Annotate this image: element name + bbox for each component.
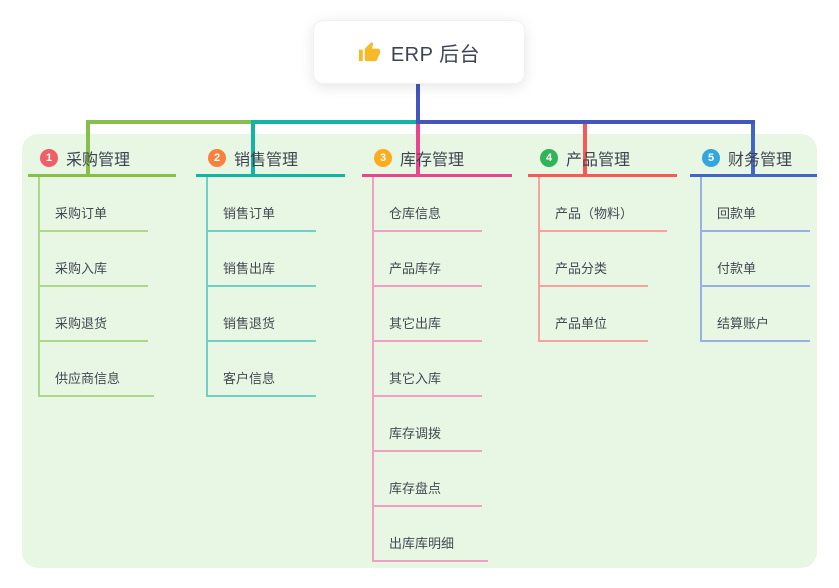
branch-spine-line xyxy=(206,177,208,397)
branch-drop-line xyxy=(583,124,587,174)
root-connector-line xyxy=(416,82,420,120)
sub-node[interactable]: 产品分类 xyxy=(538,253,648,287)
branch-number-badge: 1 xyxy=(40,149,58,167)
sub-node[interactable]: 出库库明细 xyxy=(372,528,489,562)
sub-node[interactable]: 付款单 xyxy=(700,253,810,287)
branch-drop-line xyxy=(251,124,255,174)
branch-label: 采购管理 xyxy=(66,152,131,169)
branch-spine-line xyxy=(38,177,40,397)
sub-node[interactable]: 采购退货 xyxy=(38,308,148,342)
branch-node[interactable]: 2 销售管理 xyxy=(196,142,345,174)
mindmap-panel xyxy=(22,134,817,568)
branch-spine-line xyxy=(538,177,540,342)
branch-label: 销售管理 xyxy=(234,152,299,169)
rail-segment-3 xyxy=(416,120,755,124)
sub-node[interactable]: 销售出库 xyxy=(206,253,316,287)
sub-node[interactable]: 库存调拨 xyxy=(372,418,482,452)
branch-spine-line xyxy=(700,177,702,342)
sub-node[interactable]: 库存盘点 xyxy=(372,473,482,507)
sub-node[interactable]: 供应商信息 xyxy=(38,363,155,397)
branch-underline xyxy=(528,174,677,177)
root-title: ERP 后台 xyxy=(390,43,481,66)
sub-node[interactable]: 其它出库 xyxy=(372,308,482,342)
branch-underline xyxy=(196,174,345,177)
sub-node[interactable]: 销售订单 xyxy=(206,198,316,232)
branch-number-badge: 3 xyxy=(374,149,392,167)
sub-node[interactable]: 产品库存 xyxy=(372,253,482,287)
branch-spine-line xyxy=(372,177,374,562)
branch-node[interactable]: 1 采购管理 xyxy=(28,142,176,174)
sub-node[interactable]: 销售退货 xyxy=(206,308,316,342)
sub-node[interactable]: 产品（物料） xyxy=(538,198,668,232)
sub-node[interactable]: 客户信息 xyxy=(206,363,316,397)
sub-node[interactable]: 采购订单 xyxy=(38,198,148,232)
rail-segment-1 xyxy=(86,120,255,124)
sub-node[interactable]: 采购入库 xyxy=(38,253,148,287)
branch-node[interactable]: 5 财务管理 xyxy=(690,142,817,174)
branch-label: 库存管理 xyxy=(400,152,465,169)
branch-number-badge: 5 xyxy=(702,149,720,167)
sub-node[interactable]: 产品单位 xyxy=(538,308,648,342)
branch-label: 财务管理 xyxy=(728,152,793,169)
branch-node[interactable]: 4 产品管理 xyxy=(528,142,677,174)
sub-node[interactable]: 结算账户 xyxy=(700,308,810,342)
root-node[interactable]: ERP 后台 xyxy=(313,20,525,84)
branch-node[interactable]: 3 库存管理 xyxy=(362,142,512,174)
sub-node[interactable]: 其它入库 xyxy=(372,363,482,397)
branch-underline xyxy=(690,174,817,177)
branch-number-badge: 4 xyxy=(540,149,558,167)
branch-number-badge: 2 xyxy=(208,149,226,167)
branch-drop-line xyxy=(416,124,420,174)
branch-drop-line xyxy=(86,124,90,174)
rail-segment-2 xyxy=(251,120,418,124)
sub-node[interactable]: 回款单 xyxy=(700,198,810,232)
thumbs-up-icon xyxy=(358,41,380,61)
branch-underline xyxy=(362,174,512,177)
branch-label: 产品管理 xyxy=(566,152,631,169)
branch-underline xyxy=(28,174,176,177)
branch-drop-line xyxy=(751,124,755,174)
sub-node[interactable]: 仓库信息 xyxy=(372,198,482,232)
